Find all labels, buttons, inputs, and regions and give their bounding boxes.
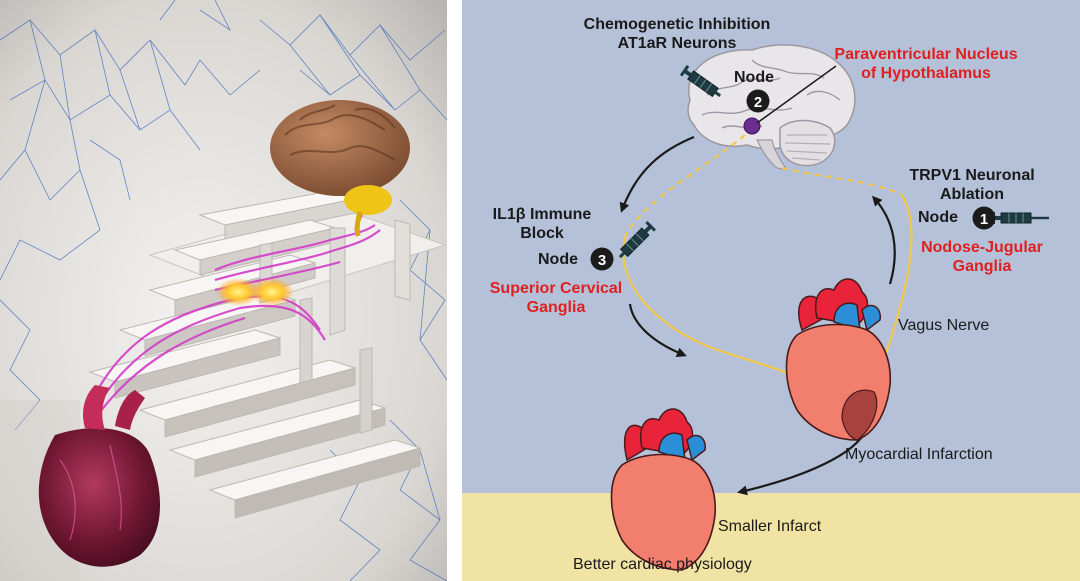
chemogenetic-label: Chemogenetic Inhibition AT1aR Neurons [567,15,787,53]
trpv1-label: TRPV1 Neuronal Ablation [907,166,1037,204]
vagus-nerve-label: Vagus Nerve [898,317,990,334]
node-1-label: Node [918,209,958,226]
maze-illustration [0,0,447,581]
pvn-label: Paraventricular Nucleus of Hypothalamus [826,45,1026,83]
il1b-line-1: IL1β Immune [492,206,592,223]
brain-3d [270,100,410,237]
heart-3d [38,385,160,567]
scg-line-1: Superior Cervical [489,280,623,297]
node-badges: 2 1 3 [590,89,996,271]
pvn-line-2: of Hypothalamus [861,65,991,82]
brain-schematic [687,44,856,171]
schematic-panel: 2 1 3 Chemogenetic Inhibition AT1aR Neur… [462,0,1080,581]
syringe-icon-node2 [679,65,722,98]
pvn-line-1: Paraventricular Nucleus [834,46,1018,63]
nodose-line-2: Ganglia [952,258,1012,275]
il1b-label: IL1β Immune Block [487,205,597,243]
smaller-infarct-label: Smaller Infarct [718,518,822,535]
node-3-number: 3 [598,252,606,269]
node-3-badge [590,247,614,271]
nodose-label: Nodose-Jugular Ganglia [917,238,1047,276]
node-1-badge [972,206,996,230]
scg-line-2: Ganglia [526,299,586,316]
trpv1-line-2: Ablation [940,186,1004,203]
flow-arrows [619,135,896,496]
chemogenetic-line-1: Chemogenetic Inhibition [583,16,771,33]
node-3-label: Node [538,251,578,268]
node-2-number: 2 [754,94,762,111]
ground-yellow [462,493,1080,581]
ganglia-glow-right [250,278,294,306]
il1b-line-2: Block [520,225,564,242]
nodose-line-1: Nodose-Jugular [921,239,1043,256]
trpv1-line-1: TRPV1 Neuronal [909,167,1035,184]
node-2-label: Node [734,69,774,86]
myocardial-infarction-label: Myocardial Infarction [845,446,993,463]
ganglia-glow-left [216,278,260,306]
schematic-diagram: 2 1 3 [462,0,1080,581]
chemogenetic-line-2: AT1aR Neurons [617,35,737,52]
scg-label: Superior Cervical Ganglia [476,279,636,317]
heart-smaller-infarct [610,408,717,571]
syringe-icon-node3 [618,221,656,259]
better-physiology-label: Better cardiac physiology [573,556,752,573]
maze-artwork [0,0,447,581]
heart-infarction [785,278,892,441]
node-1-number: 1 [980,211,988,228]
node-2-badge [746,89,770,113]
